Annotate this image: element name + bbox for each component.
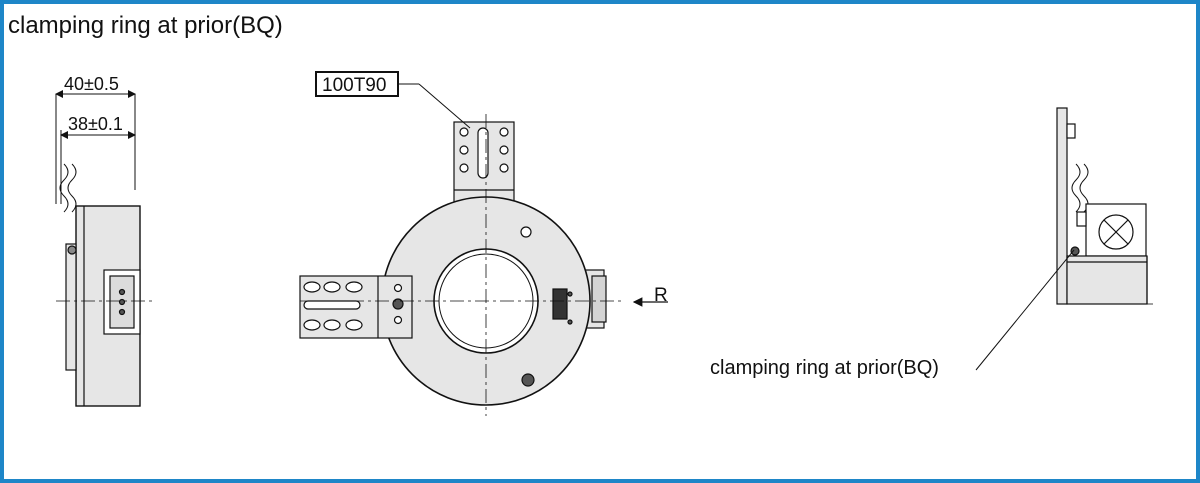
bracket-label: 100T90 [322,75,386,96]
direction-label: R [654,285,668,306]
technical-drawing: 40±0.5 38±0.1 [55,71,1154,416]
front-view [299,83,668,416]
dim-inner-label: 38±0.1 [68,114,123,134]
right-view [975,107,1154,371]
dim-outer-label: 40±0.5 [64,74,119,94]
clamping-ring-callout: clamping ring at prior(BQ) [710,357,939,379]
bracket-label-box [315,71,399,97]
side-view [55,90,154,407]
drawing-title: clamping ring at prior(BQ) [8,12,283,39]
